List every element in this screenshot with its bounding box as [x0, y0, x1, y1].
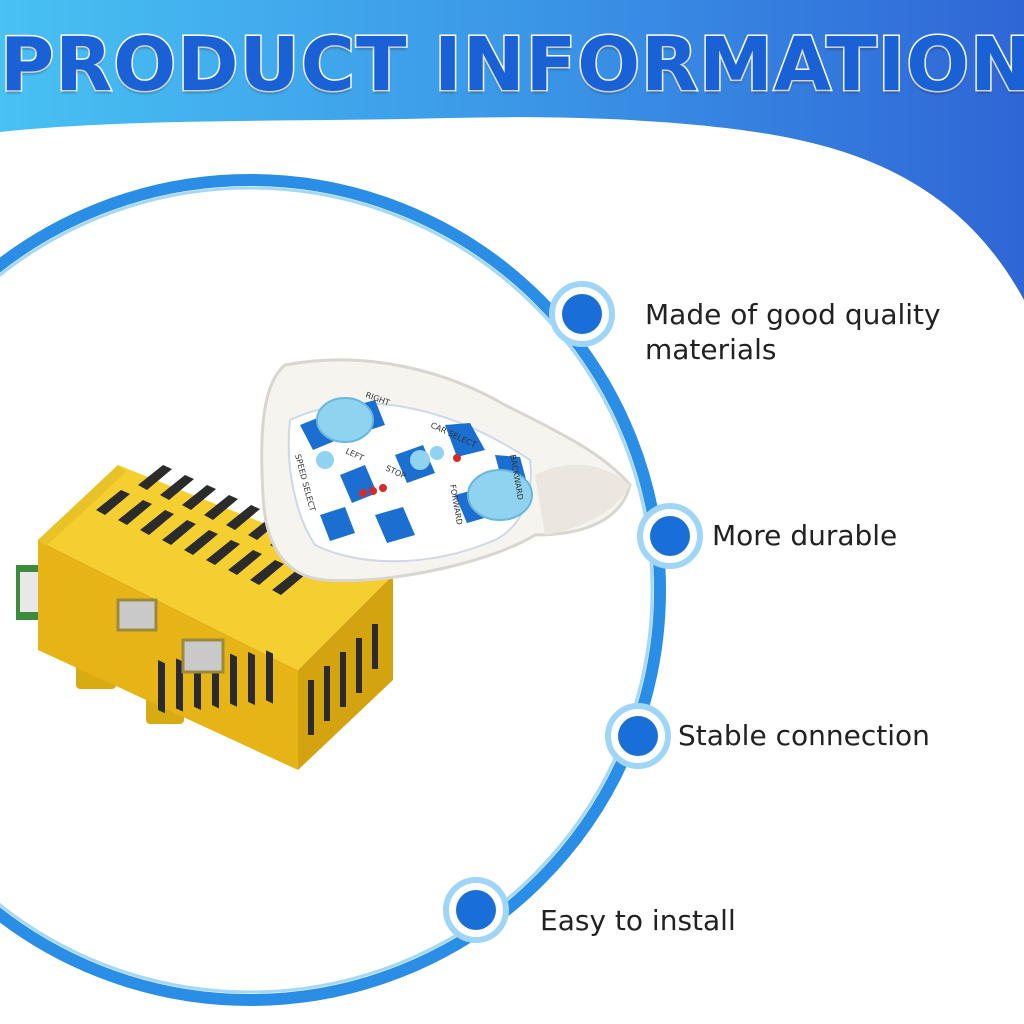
bullet-dot-icon: [637, 503, 703, 569]
left-right-button: [316, 397, 374, 443]
remote-control-image: RIGHT SPEED SELECT LEFT CAR SELECT STOP …: [260, 358, 632, 583]
bullet-dot-icon: [605, 703, 671, 769]
header-wave: [0, 0, 1024, 300]
page-title: PRODUCT INFORMATION: [0, 21, 1024, 110]
feature-text-durable: More durable: [712, 519, 898, 552]
controller-box-image: [16, 465, 393, 770]
feature-text-connection: Stable connection: [678, 719, 930, 752]
header-white-curve: [0, 123, 1024, 330]
feature-ring: [0, 174, 666, 1006]
feature-text-install: Easy to install: [540, 904, 736, 937]
feature-ring-inner: [0, 186, 654, 994]
feature-text-quality: Made of good quality materials: [645, 298, 941, 366]
bullet-dot-icon: [443, 877, 509, 943]
bullet-dot-icon: [549, 281, 615, 347]
forward-backward-button: [467, 469, 533, 521]
